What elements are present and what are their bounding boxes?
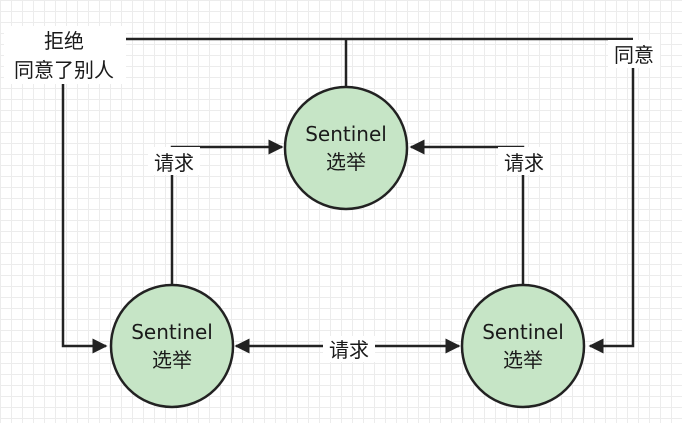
label-left-request: 请求	[154, 151, 194, 175]
node-top-title: Sentinel	[305, 122, 387, 146]
edge-agree-to-right-node	[588, 68, 635, 354]
node-left-title: Sentinel	[131, 320, 213, 344]
node-left-circle	[109, 283, 235, 409]
label-right-request: 请求	[504, 151, 544, 175]
edge-refuse-to-left-node	[61, 84, 108, 354]
node-left: Sentinel 选举	[109, 283, 235, 409]
node-left-subtitle: 选举	[152, 348, 192, 372]
label-agree: 同意	[614, 43, 654, 67]
node-top-subtitle: 选举	[326, 150, 366, 174]
node-right-title: Sentinel	[482, 320, 564, 344]
node-top-circle	[283, 85, 409, 211]
label-refuse-line2: 同意了别人	[14, 58, 114, 82]
node-right-circle	[460, 283, 586, 409]
label-refuse-line1: 拒绝	[44, 29, 84, 53]
label-bottom-request: 请求	[329, 338, 369, 362]
node-right: Sentinel 选举	[460, 283, 586, 409]
node-top: Sentinel 选举	[283, 85, 409, 211]
node-right-subtitle: 选举	[503, 348, 543, 372]
